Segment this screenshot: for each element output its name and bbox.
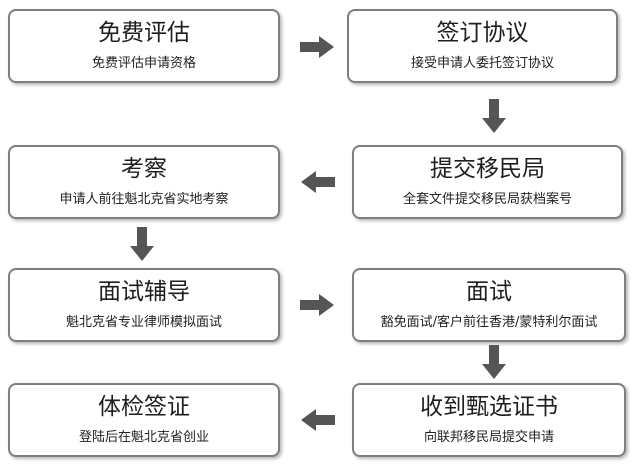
- step-subtitle: 向联邦移民局提交申请: [423, 430, 554, 445]
- step-subtitle: 魁北克省专业律师模拟面试: [65, 315, 222, 330]
- arrow-right-icon: [300, 36, 334, 58]
- step-subtitle: 接受申请人委托签订协议: [410, 56, 554, 71]
- step-free-assessment: 免费评估 免费评估申请资格: [8, 9, 280, 83]
- step-subtitle: 全套文件提交移民局获档案号: [402, 192, 572, 207]
- step-title: 收到甄选证书: [420, 394, 558, 420]
- arrow-down-icon: [482, 99, 506, 133]
- step-interview-coaching: 面试辅导 魁北克省专业律师模拟面试: [8, 268, 280, 342]
- step-sign-agreement: 签订协议 接受申请人委托签订协议: [347, 9, 618, 83]
- step-subtitle: 豁免面试/客户前往香港/蒙特利尔面试: [380, 315, 598, 330]
- step-selection-certificate: 收到甄选证书 向联邦移民局提交申请: [352, 383, 626, 457]
- step-subtitle: 登陆后在魁北克省创业: [78, 430, 209, 445]
- step-title: 体检签证: [98, 394, 190, 420]
- step-title: 免费评估: [98, 20, 190, 46]
- step-medical-visa: 体检签证 登陆后在魁北克省创业: [8, 383, 280, 457]
- arrow-down-icon: [130, 227, 154, 261]
- step-title: 面试: [466, 279, 512, 305]
- arrow-right-icon: [300, 294, 334, 316]
- step-subtitle: 申请人前往魁北克省实地考察: [59, 192, 229, 207]
- step-interview: 面试 豁免面试/客户前往香港/蒙特利尔面试: [352, 268, 626, 342]
- arrow-left-icon: [301, 409, 335, 431]
- arrow-left-icon: [301, 171, 335, 193]
- step-inspection: 考察 申请人前往魁北克省实地考察: [8, 145, 280, 219]
- step-submit-immigration: 提交移民局 全套文件提交移民局获档案号: [352, 145, 623, 219]
- step-title: 考察: [121, 156, 167, 182]
- arrow-down-icon: [482, 345, 506, 379]
- step-title: 提交移民局: [430, 156, 545, 182]
- step-title: 签订协议: [436, 20, 529, 46]
- step-subtitle: 免费评估申请资格: [91, 56, 196, 71]
- step-title: 面试辅导: [98, 279, 190, 305]
